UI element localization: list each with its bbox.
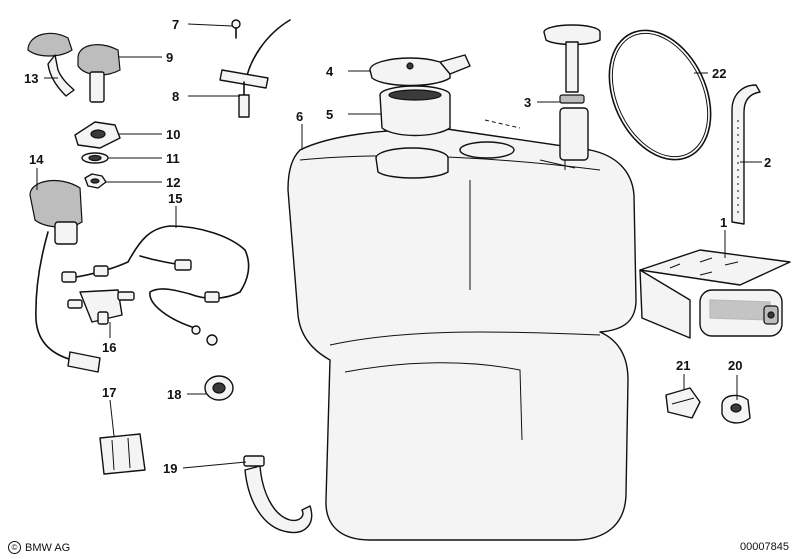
part-label-18: 18 xyxy=(167,387,181,402)
tank-strap xyxy=(243,455,313,534)
part-label-20: 20 xyxy=(728,358,742,373)
part-labels: 1 2 3 4 5 6 7 8 9 10 11 12 13 14 15 16 1… xyxy=(24,17,771,476)
brand-name: BMW AG xyxy=(25,541,71,554)
part-label-5: 5 xyxy=(326,107,333,122)
copyright-symbol: © xyxy=(8,541,21,554)
part-label-11: 11 xyxy=(166,151,180,166)
wiring-harness xyxy=(61,225,250,346)
part-label-21: 21 xyxy=(676,358,690,373)
part-label-2: 2 xyxy=(764,155,771,170)
part-label-22: 22 xyxy=(712,66,726,81)
part-label-3: 3 xyxy=(524,95,531,110)
part-label-6: 6 xyxy=(296,109,303,124)
part-label-10: 10 xyxy=(166,127,180,142)
part-label-19: 19 xyxy=(163,461,177,476)
part-label-12: 12 xyxy=(166,175,180,190)
washer-nozzles xyxy=(27,32,121,103)
part-label-13: 13 xyxy=(24,71,38,86)
part-label-17: 17 xyxy=(102,385,116,400)
grommet xyxy=(204,375,234,401)
part-label-15: 15 xyxy=(168,191,182,206)
part-label-16: 16 xyxy=(102,340,116,355)
clip-holder xyxy=(99,433,146,475)
diagram-code: 00007845 xyxy=(740,541,789,553)
part-label-1: 1 xyxy=(720,215,727,230)
clips xyxy=(665,387,751,424)
mounting-hardware xyxy=(74,121,121,189)
part-label-14: 14 xyxy=(29,152,44,167)
brand-footer: © BMW AG xyxy=(8,541,70,554)
hose xyxy=(731,84,761,225)
part-label-9: 9 xyxy=(166,50,173,65)
heated-nozzle xyxy=(29,180,101,373)
leader-lines xyxy=(36,23,762,469)
pump-bracket xyxy=(639,249,791,339)
tank-cap xyxy=(369,54,471,87)
o-ring xyxy=(608,29,712,161)
part-label-8: 8 xyxy=(172,89,179,104)
washer-tank xyxy=(287,119,637,541)
part-label-4: 4 xyxy=(326,64,334,79)
check-valve xyxy=(67,289,135,325)
filler-ring xyxy=(379,85,451,137)
level-sensor xyxy=(543,24,601,170)
level-rod xyxy=(219,19,291,118)
part-label-7: 7 xyxy=(172,17,179,32)
